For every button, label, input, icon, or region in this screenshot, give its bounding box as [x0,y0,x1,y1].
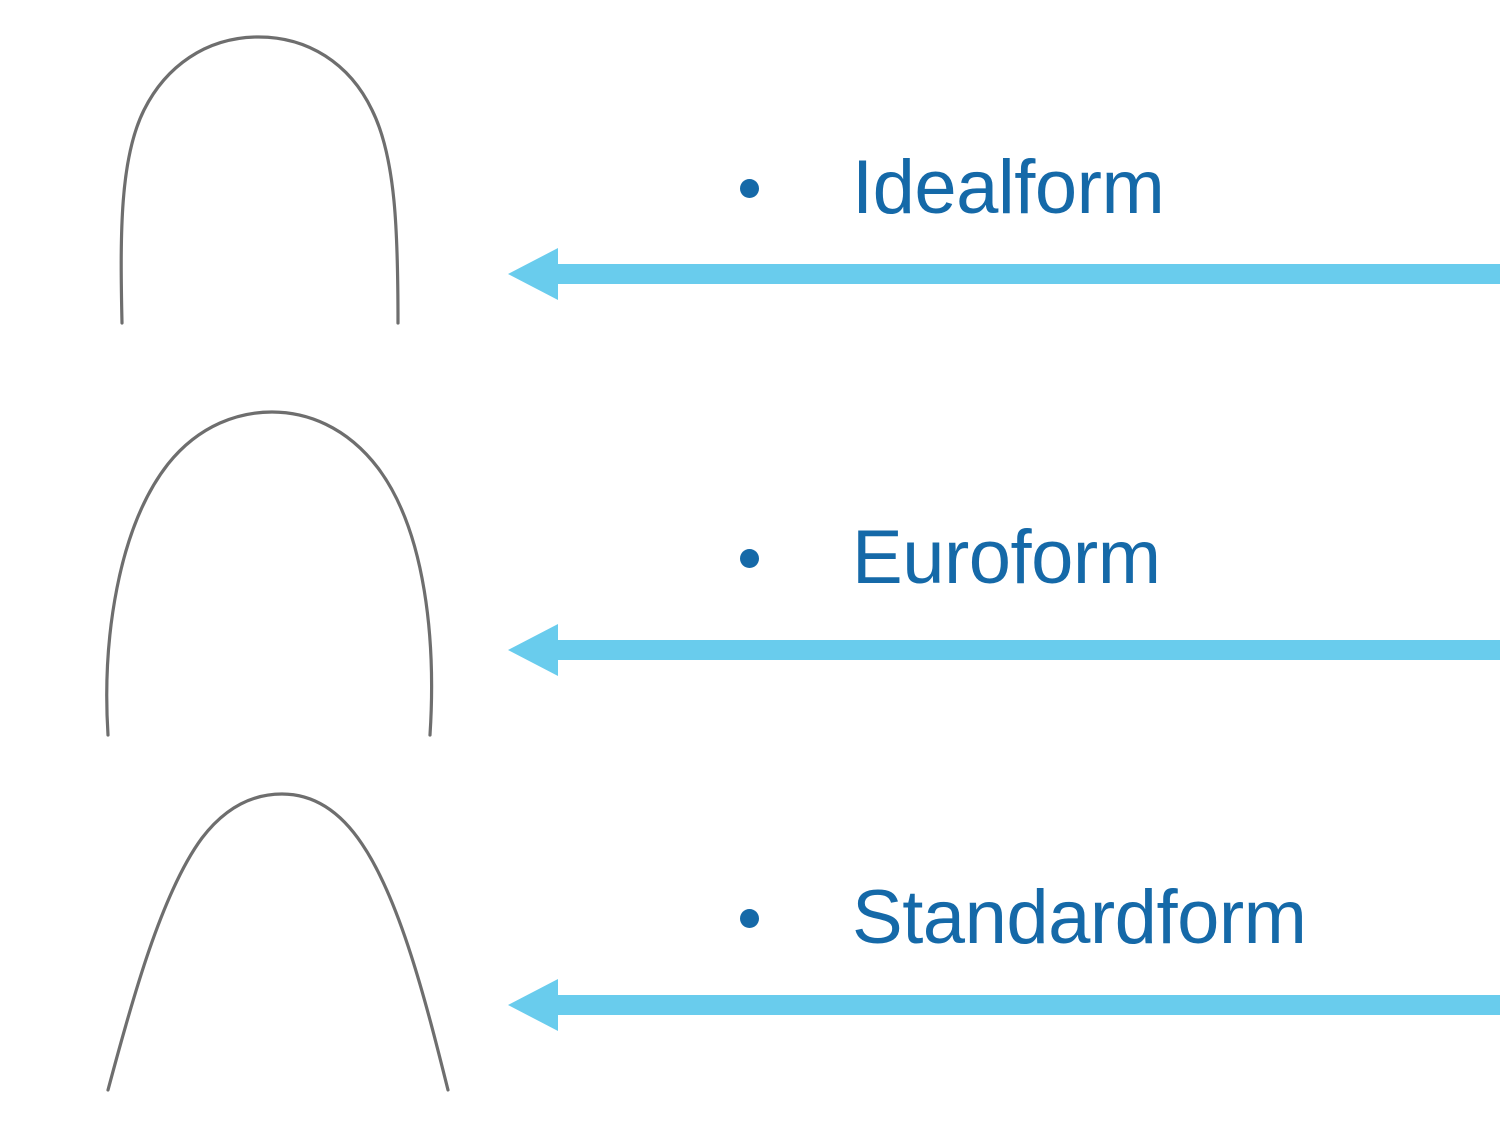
bullet-label-idealform: Idealform [852,145,1165,230]
list-item-standardform[interactable]: Standardform [700,870,1307,966]
bullet-dot-icon [740,548,759,568]
list-item-idealform[interactable]: Idealform [700,140,1165,236]
bullet-dot-icon [740,908,759,928]
bullet-dot-icon [740,178,759,198]
list-item-euroform[interactable]: Euroform [700,510,1161,606]
arrow-to-euroform [508,620,1500,680]
bullet-label-euroform: Euroform [852,515,1161,600]
arrow-to-standardform [508,975,1500,1035]
arrow-to-idealform [508,244,1500,304]
euroform-archwire [60,408,480,743]
idealform-archwire [60,18,480,338]
bullet-label-standardform: Standardform [852,875,1307,960]
standardform-archwire [60,788,480,1098]
